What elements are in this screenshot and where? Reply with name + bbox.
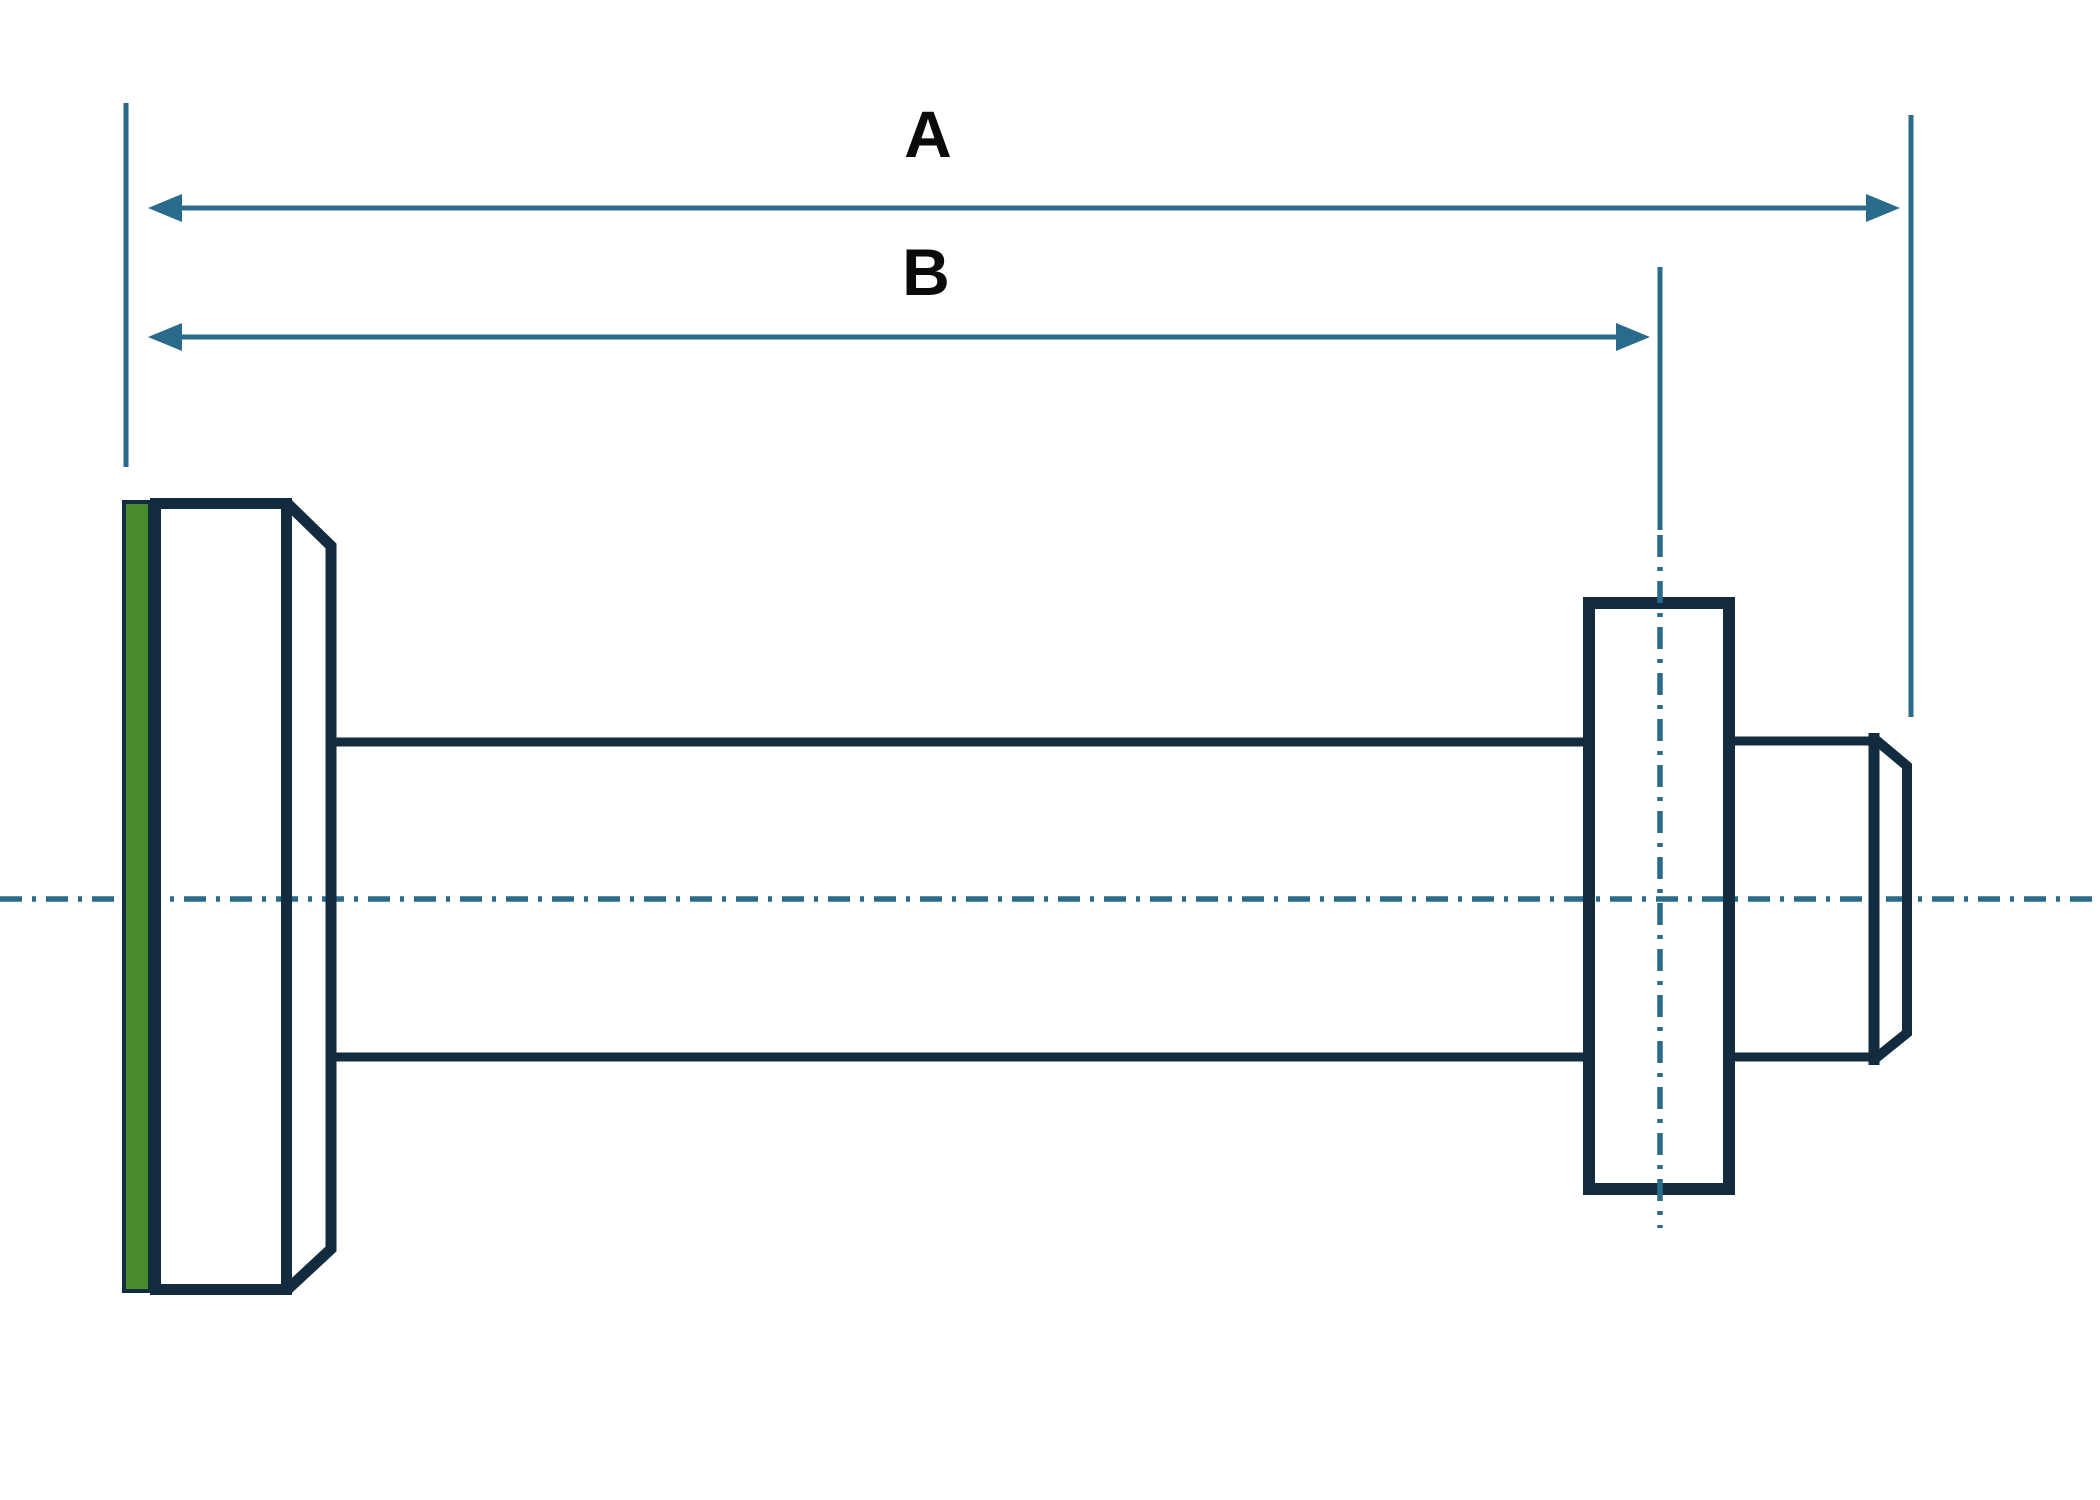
head-front-face-highlight [122, 500, 152, 1293]
dimension-b-label: B [902, 235, 950, 309]
head-front-face-outline [150, 498, 292, 1295]
dimension-b [148, 323, 1650, 351]
nose-chamfer-profile [1872, 736, 1912, 1062]
dimension-a-label: A [904, 97, 952, 171]
dimension-a-left-arrowhead [148, 194, 182, 222]
dimension-a [123, 103, 1914, 717]
head-side-profile [284, 500, 337, 1294]
dimension-b-left-arrowhead [148, 323, 182, 351]
dimension-b-right-arrowhead [1616, 323, 1650, 351]
dimension-a-right-arrowhead [1866, 194, 1900, 222]
